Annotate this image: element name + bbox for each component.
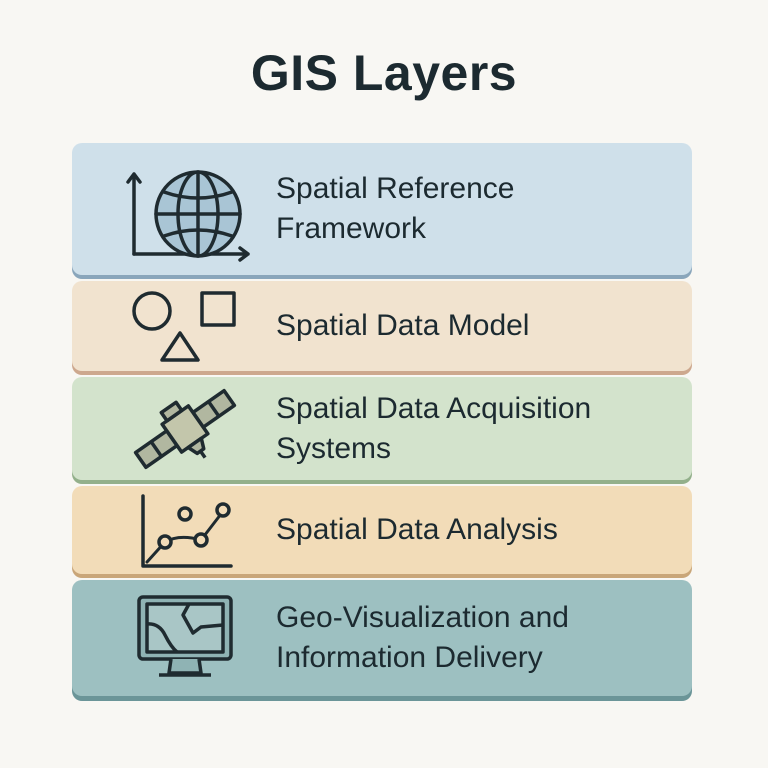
layer-geo-visualization: Geo-Visualization and Information Delive… (72, 580, 692, 696)
monitor-map-icon (100, 580, 270, 696)
layer-spatial-data-acquisition: Spatial Data Acquisition Systems (72, 377, 692, 480)
layer-label: Spatial Reference Framework (276, 172, 515, 245)
layer-spatial-data-analysis: Spatial Data Analysis (72, 486, 692, 574)
globe-axes-icon (100, 143, 270, 275)
layer-label: Spatial Data Acquisition Systems (276, 391, 592, 465)
layer-label: Spatial Data Analysis (276, 513, 558, 546)
layer-label: Geo-Visualization and Information Delive… (276, 601, 569, 674)
page-title: GIS Layers (250, 45, 518, 101)
layer-spatial-reference-framework: Spatial Reference Framework (72, 143, 692, 275)
satellite-icon (100, 377, 270, 480)
layer-label: Spatial Data Model (276, 309, 530, 342)
line-chart-icon (100, 486, 270, 574)
layer-spatial-data-model: Spatial Data Model (72, 281, 692, 371)
shapes-icon (100, 281, 270, 371)
